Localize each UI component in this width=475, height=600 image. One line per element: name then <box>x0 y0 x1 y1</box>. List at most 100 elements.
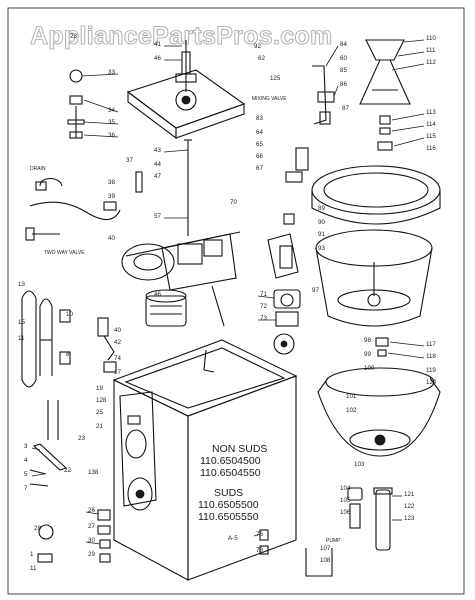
part-callout-113: 113 <box>426 109 436 116</box>
part-callout-8: 8 <box>66 351 70 358</box>
part-callout-23: 23 <box>78 435 85 442</box>
control-linkage-parts <box>97 317 117 373</box>
part-callout-26: 26 <box>88 507 95 514</box>
part-callout-121: 121 <box>404 491 415 498</box>
part-callout-42: 42 <box>114 339 121 346</box>
part-callout-99: 99 <box>364 351 371 358</box>
part-callout-120: 120 <box>426 379 437 386</box>
part-callout-37: 37 <box>126 157 133 164</box>
part-callout-111: 111 <box>426 47 436 54</box>
part-callout-128: 128 <box>96 397 107 404</box>
two-way-valve-label: TWO WAY VALVE <box>44 250 85 256</box>
part-callout-138: 138 <box>88 469 99 476</box>
leader-lines <box>31 39 425 545</box>
non-suds-model-2: 110.6504550 <box>200 467 261 479</box>
part-callout-25: 25 <box>96 409 103 416</box>
part-callout-108: 108 <box>320 557 331 564</box>
part-callout-115: 115 <box>426 133 436 140</box>
part-callout-11: 11 <box>18 335 25 342</box>
part-callout-47: 47 <box>154 173 161 180</box>
part-callout-30: 30 <box>88 537 95 544</box>
part-callout-27: 27 <box>88 523 95 530</box>
part-callout-62: 62 <box>258 55 265 62</box>
part-callout-93: 93 <box>318 245 325 252</box>
part-callout-35: 35 <box>108 119 115 126</box>
part-callout-83: 83 <box>256 115 263 122</box>
part-callout-13: 13 <box>18 281 25 288</box>
agitator-top-cap <box>359 39 411 151</box>
part-callout-71: 71 <box>260 291 267 298</box>
part-callout-118: 118 <box>426 353 436 360</box>
part-callout-4: 4 <box>24 457 28 464</box>
part-callout-123: 123 <box>404 515 415 522</box>
part-callout-103: 103 <box>354 461 365 468</box>
part-callout-91: 91 <box>318 231 325 238</box>
model-notes: NON SUDS 110.6504500 110.6504550 SUDS 11… <box>198 443 267 542</box>
wash-basket <box>315 229 433 327</box>
suds-heading: SUDS <box>214 487 243 499</box>
part-callout-17: 17 <box>114 369 121 376</box>
mixing-valve-parts <box>283 65 335 225</box>
part-callout-22: 22 <box>64 467 71 474</box>
part-callout-107: 107 <box>320 545 331 552</box>
part-callout-57: 57 <box>154 213 161 220</box>
part-callout-110: 110 <box>426 35 436 42</box>
part-callout-29: 29 <box>88 551 95 558</box>
part-callout-43: 43 <box>154 147 161 154</box>
part-callout-97: 97 <box>312 287 319 294</box>
part-callout-101: 101 <box>346 393 357 400</box>
part-callout-112: 112 <box>426 59 436 66</box>
part-callout-106: 106 <box>340 509 351 516</box>
part-callout-76: 76 <box>256 531 263 538</box>
part-callout-85: 85 <box>340 67 347 74</box>
part-callout-100: 100 <box>364 365 375 372</box>
part-callout-21: 21 <box>96 423 103 430</box>
part-callout-33: 33 <box>108 69 115 76</box>
part-callout-84: 84 <box>340 41 347 48</box>
part-callout-60: 60 <box>340 55 347 62</box>
part-callout-114: 114 <box>426 121 436 128</box>
part-callout-119: 119 <box>426 367 436 374</box>
part-callout-40: 40 <box>114 327 121 334</box>
part-callout-10: 10 <box>66 311 73 318</box>
part-callout-11: 11 <box>30 565 37 572</box>
part-callout-34: 34 <box>108 107 115 114</box>
part-callout-125: 125 <box>270 75 281 82</box>
part-callout-70: 70 <box>230 199 237 206</box>
part-callout-44: 44 <box>154 161 161 168</box>
non-suds-heading: NON SUDS <box>212 443 267 455</box>
part-callout-46: 46 <box>154 291 161 298</box>
part-callout-104: 104 <box>340 485 351 492</box>
part-callout-46: 46 <box>154 55 161 62</box>
outer-tub <box>317 367 441 457</box>
suds-model-2: 110.6505550 <box>198 511 259 523</box>
pump-label: PUMP <box>326 538 341 544</box>
part-callout-40: 40 <box>108 235 115 242</box>
part-callout-117: 117 <box>426 341 436 348</box>
part-callout-73: 73 <box>260 315 267 322</box>
frame-border <box>7 7 465 595</box>
part-callout-64: 64 <box>256 129 263 136</box>
part-callouts: 2333343536373839404146926212584608586878… <box>18 33 437 572</box>
cabinet-front-panel-parts <box>97 391 157 563</box>
part-callout-41: 41 <box>154 41 161 48</box>
part-callout-19: 19 <box>96 385 103 392</box>
part-callout-86: 86 <box>340 81 347 88</box>
suds-model-1: 110.6505500 <box>198 499 259 511</box>
mixing-valve-label: MIXING VALVE <box>252 96 287 102</box>
drive-motor <box>145 289 187 327</box>
part-callout-105: 105 <box>340 497 351 504</box>
part-callout-28: 28 <box>34 525 41 532</box>
transmission-gearcase <box>121 231 241 291</box>
hose-clamps-and-fittings <box>29 309 71 563</box>
part-callout-23: 23 <box>70 33 77 40</box>
part-callout-5: 5 <box>24 471 28 478</box>
part-callout-65: 65 <box>256 141 263 148</box>
part-callout-78: 78 <box>256 547 263 554</box>
drain-hose <box>21 290 53 388</box>
drain-label: DRAIN <box>30 166 46 172</box>
page-reference: A-5 <box>228 535 238 542</box>
drive-shaft-parts <box>305 337 393 577</box>
